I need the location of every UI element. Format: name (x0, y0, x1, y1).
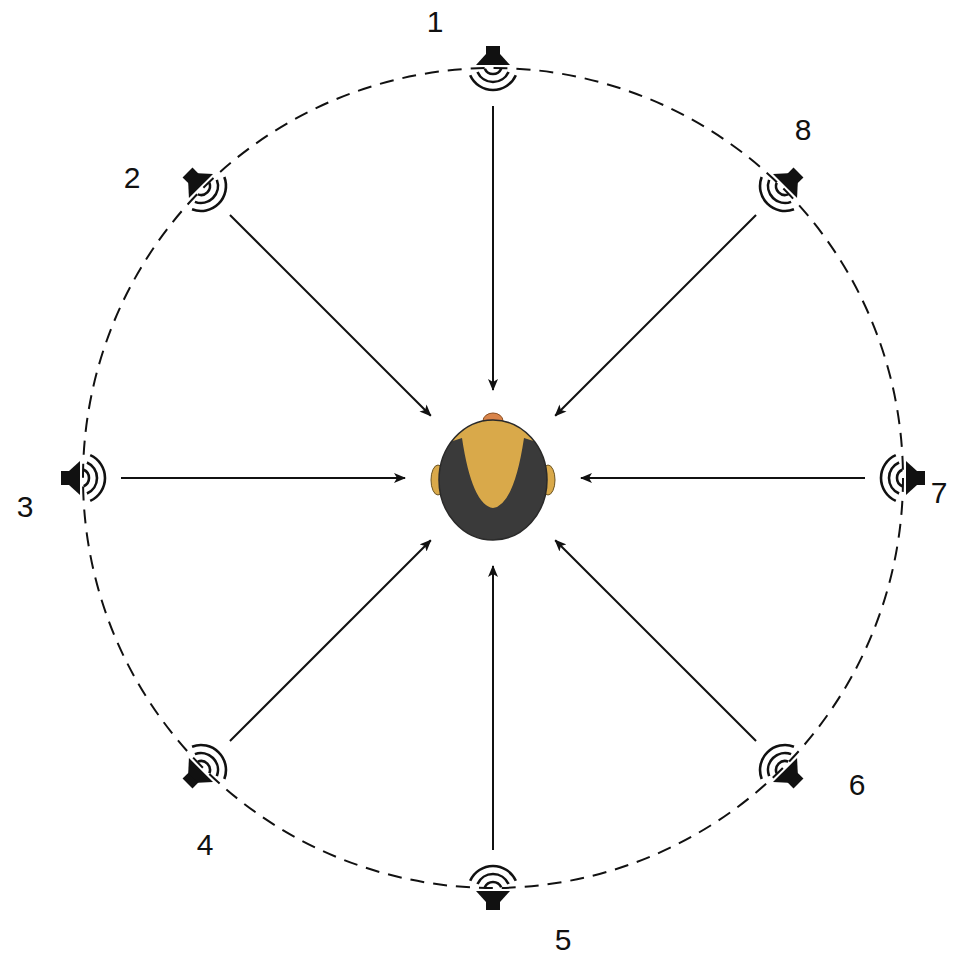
callout-number: 5 (555, 925, 572, 955)
sound-wave (83, 469, 90, 488)
sound-wave (749, 176, 795, 222)
speaker-symbol (749, 734, 815, 800)
sound-wave (191, 734, 237, 780)
sound-wave (476, 71, 509, 83)
speaker-symbol (61, 454, 106, 502)
sound-arrow (555, 215, 756, 416)
sound-wave (469, 865, 517, 882)
sound-wave (896, 469, 903, 488)
sound-wave (191, 176, 237, 222)
speaker-magnet (486, 46, 500, 55)
speaker-cone (476, 54, 510, 65)
speaker-symbol (469, 46, 517, 91)
sound-wave (469, 75, 517, 92)
sound-wave (484, 68, 503, 75)
speaker-circle (83, 68, 903, 888)
sound-wave (86, 461, 98, 494)
callout-number: 7 (931, 478, 948, 508)
sound-wave (484, 881, 503, 888)
speaker-cone (476, 891, 510, 902)
sound-wave (476, 873, 509, 885)
sound-arrow (555, 540, 756, 741)
speaker-cone (69, 461, 80, 495)
speaker-symbol (171, 156, 237, 222)
sound-wave (880, 454, 897, 502)
callout-number: 3 (17, 492, 34, 522)
arrow-group (121, 106, 865, 850)
speaker-symbol (749, 156, 815, 222)
speaker-cone (906, 461, 917, 495)
sound-arrow (492, 566, 494, 850)
sound-wave (888, 461, 900, 494)
callout-number: 2 (124, 163, 141, 193)
listener-head (425, 413, 562, 550)
sound-arrow (230, 215, 431, 416)
speaker-magnet (486, 901, 500, 910)
sound-arrow (121, 477, 405, 479)
speaker-symbol (171, 734, 237, 800)
speaker-symbol (469, 865, 517, 910)
head-outline (439, 420, 547, 540)
sound-wave (760, 179, 792, 211)
callout-number: 8 (795, 115, 812, 145)
sound-arrow (230, 540, 431, 741)
callout-number: 1 (427, 7, 444, 37)
speaker-magnet (61, 471, 70, 485)
speaker-symbol (880, 454, 925, 502)
sound-arrow (492, 106, 494, 390)
speaker-magnet (916, 471, 925, 485)
sound-wave (90, 454, 107, 502)
callout-number: 6 (849, 770, 866, 800)
sound-wave (749, 734, 795, 780)
callout-number: 4 (197, 830, 214, 860)
sound-arrow (581, 477, 865, 479)
sound-wave (194, 745, 226, 777)
